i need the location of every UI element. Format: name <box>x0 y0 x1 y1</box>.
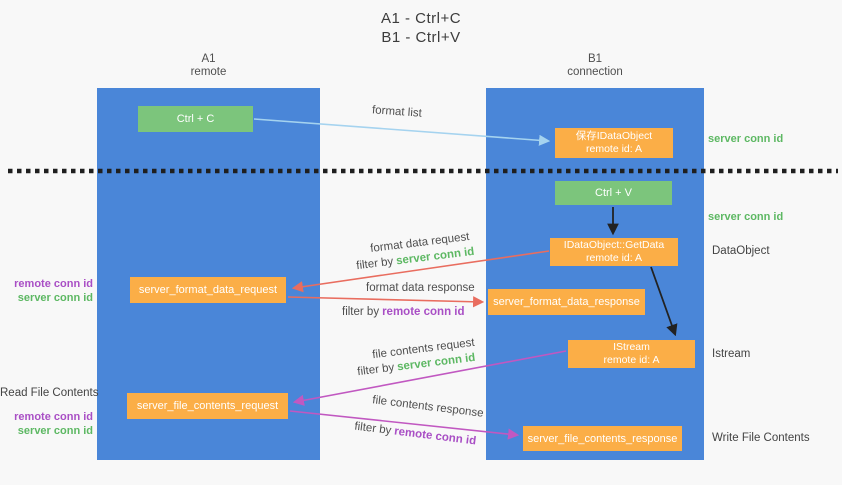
ctrl-c-node: Ctrl + C <box>138 106 253 132</box>
ctrl-v-node: Ctrl + V <box>555 181 672 205</box>
right-column-header: B1 connection <box>486 53 704 79</box>
remote-conn-id-label: remote conn id <box>14 411 93 423</box>
read-file-contents-annotation: Read File Contents <box>0 387 99 399</box>
server-format-data-response-label: server_format_data_response <box>493 296 640 308</box>
title-line-2: B1 - Ctrl+V <box>381 29 461 46</box>
filter-id: remote conn id <box>382 306 465 318</box>
left-column-subtitle: remote <box>190 66 227 78</box>
format-list-label: format list <box>371 104 423 120</box>
server-format-data-request-label: server_format_data_request <box>138 284 278 296</box>
right-column-name: B1 <box>587 53 603 65</box>
server-conn-id-label: server conn id <box>17 425 93 437</box>
diagram-title: A1 - Ctrl+C B1 - Ctrl+V <box>0 9 842 47</box>
server-format-data-request-node: server_format_data_request <box>130 277 286 303</box>
istream-annotation: Istream <box>712 348 751 360</box>
conn-id-pair-format: remote conn id server conn id <box>0 277 93 305</box>
left-column-header: A1 remote <box>97 53 320 79</box>
server-conn-id-label: server conn id <box>17 292 93 304</box>
right-column-subtitle: connection <box>567 66 623 78</box>
istream-line2: remote id: A <box>603 354 660 366</box>
ctrl-v-label: Ctrl + V <box>595 187 632 199</box>
save-dataobject-line2: remote id: A <box>585 143 643 155</box>
getdata-line2: remote id: A <box>585 252 643 264</box>
getdata-line1: IDataObject::GetData <box>563 239 665 251</box>
filter-prefix: filter by <box>356 361 395 379</box>
server-conn-id-annotation-top: server conn id <box>708 133 784 145</box>
server-file-contents-request-label: server_file_contents_request <box>136 400 279 412</box>
server-format-data-response-node: server_format_data_response <box>488 289 645 315</box>
title-line-1: A1 - Ctrl+C <box>380 10 462 27</box>
ctrl-c-label: Ctrl + C <box>176 113 215 125</box>
istream-line1: IStream <box>613 341 650 353</box>
save-dataobject-line1: 保存IDataObject <box>575 130 653 142</box>
filter-prefix: filter by <box>342 306 380 318</box>
istream-node: IStream remote id: A <box>568 340 695 368</box>
filter-prefix: filter by <box>353 420 392 438</box>
save-dataobject-node: 保存IDataObject remote id: A <box>555 128 673 158</box>
server-file-contents-response-label: server_file_contents_response <box>527 432 678 445</box>
write-file-contents-annotation: Write File Contents <box>712 432 810 444</box>
conn-id-pair-file: remote conn id server conn id <box>0 410 93 438</box>
server-file-contents-request-node: server_file_contents_request <box>127 393 288 419</box>
format-data-response-label: format data response <box>366 282 475 294</box>
dataobject-annotation: DataObject <box>712 245 770 257</box>
filter-id: remote conn id <box>393 425 477 448</box>
filter-prefix: filter by <box>355 255 394 273</box>
getdata-node: IDataObject::GetData remote id: A <box>550 238 678 266</box>
server-file-contents-response-node: server_file_contents_response <box>523 426 682 451</box>
left-column-name: A1 <box>201 53 216 65</box>
file-contents-response-label: file contents response <box>371 394 485 420</box>
remote-conn-id-label: remote conn id <box>14 278 93 290</box>
server-conn-id-annotation-mid: server conn id <box>708 211 784 223</box>
